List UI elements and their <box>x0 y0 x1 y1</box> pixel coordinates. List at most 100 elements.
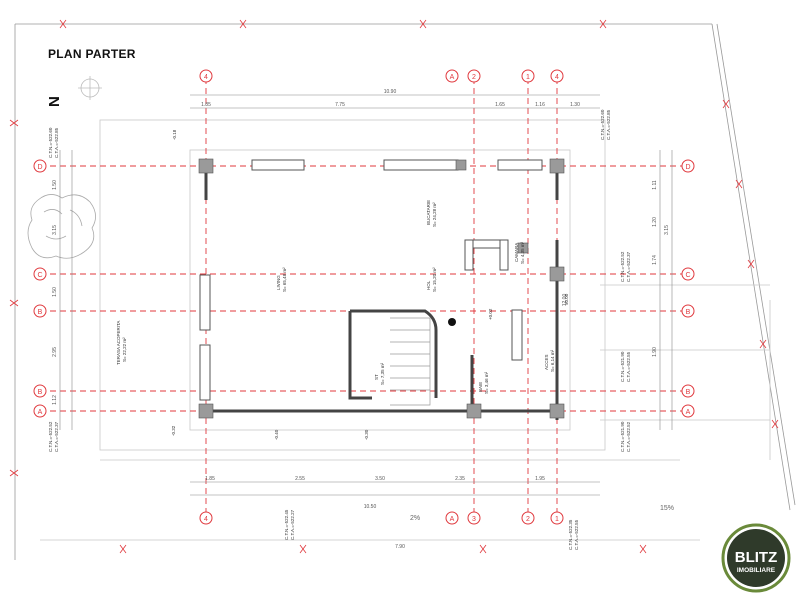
dim-text: 1.12 <box>52 395 58 405</box>
level-mark: -0.32 <box>171 425 176 436</box>
axis-bubble <box>33 404 47 418</box>
axis-bubble <box>467 511 481 525</box>
dim-text: 1.65 <box>495 102 505 108</box>
room-name: LIVING <box>276 275 281 290</box>
dim-text: 1.50 <box>52 287 58 297</box>
axis-label: B <box>686 389 691 396</box>
axis-label: 3 <box>472 516 476 523</box>
dim-text: 1.90 <box>652 347 658 357</box>
dim-text: 7.75 <box>335 102 345 108</box>
dim-text: 3.15 <box>52 225 58 235</box>
axis-label: 4 <box>555 74 559 81</box>
axis-bubble <box>681 304 695 318</box>
walls <box>204 166 559 420</box>
room-name: TERASA ACOPERITA <box>116 321 121 365</box>
axis-lines <box>40 78 690 520</box>
elevation-label: C.T.N.=-522.35 <box>568 519 573 550</box>
axis-label: 2 <box>526 516 530 523</box>
axis-bubble <box>681 404 695 418</box>
axis-label: 1 <box>555 516 559 523</box>
dim-text: 1.16 <box>535 102 545 108</box>
blitz-logo: BLITZ IMOBILIARE <box>721 523 791 593</box>
elevation-label: C.T.N.=-522.52 <box>48 421 53 452</box>
dim-text: 1.50 <box>52 180 58 190</box>
axis-bubble <box>467 69 481 83</box>
dim-text: 10.90 <box>384 89 397 95</box>
axis-label: D <box>37 164 42 171</box>
axis-label: A <box>450 74 455 81</box>
dim-text: 2.95 <box>52 347 58 357</box>
room-area: S= 24,28 m² <box>432 202 437 227</box>
axis-bubble <box>550 511 564 525</box>
elevation-labels: C.T.N.=-522.60 C.T.A.=-522.85 C.T.N.=-52… <box>48 109 631 550</box>
dim-text: 2.55 <box>295 476 305 482</box>
elevation-label: C.T.N.=-522.45 <box>284 509 289 540</box>
logo-text-bottom: IMOBILIARE <box>737 567 776 574</box>
axis-label: C <box>37 272 42 279</box>
slope-label: 15% <box>660 505 674 512</box>
room-name: BAIE <box>478 382 483 392</box>
axis-bubble <box>33 304 47 318</box>
room-area: S= 22,22 m² <box>122 337 127 362</box>
axis-bubble <box>681 384 695 398</box>
site-boundary <box>14 23 796 560</box>
axis-bubble <box>445 511 459 525</box>
axis-label: C <box>685 272 690 279</box>
axis-label: 1 <box>526 74 530 81</box>
dim-text: 1.20 <box>652 217 658 227</box>
elevation-label: C.T.A.=-522.55 <box>574 519 579 550</box>
dim-text: 1.11 <box>652 180 658 190</box>
room-labels: LIVING S= 65,48 m² BUCATARIE S= 24,28 m²… <box>116 200 555 394</box>
axis-labels: 4 A 2 1 4 4 A 3 2 1 D C B B A D C B B A <box>37 74 690 523</box>
axis-label: 2 <box>472 74 476 81</box>
stair <box>390 317 456 406</box>
level-mark: -0.18 <box>172 129 177 140</box>
tree-icon <box>27 194 96 259</box>
dimension-lines <box>59 94 673 496</box>
dim-text: 12.00 <box>562 294 568 307</box>
level-mark: ±0.00 <box>564 293 569 305</box>
axis-label: A <box>450 516 455 523</box>
axis-label: B <box>38 389 43 396</box>
elevation-label: C.T.N.=-521.90 <box>620 351 625 382</box>
elevation-label: C.T.N.=-522.52 <box>620 251 625 282</box>
room-area: S= 65,48 m² <box>282 267 287 292</box>
dim-text: 3.15 <box>664 225 670 235</box>
dim-text: 1.74 <box>652 255 658 265</box>
axis-bubble <box>521 511 535 525</box>
dim-text: 1.85 <box>205 476 215 482</box>
dim-text: 10.50 <box>364 504 377 510</box>
elevation-label: C.T.A.=-522.37 <box>626 251 631 282</box>
elevation-label: C.T.A.=-522.37 <box>54 421 59 452</box>
boundary-marks <box>9 19 779 554</box>
axis-bubble <box>33 267 47 281</box>
room-name: ACCES <box>544 354 549 370</box>
axis-label: A <box>686 409 691 416</box>
slope-label: 2% <box>410 515 420 522</box>
axis-label: B <box>686 309 691 316</box>
room-area: S= 4,35 m² <box>520 241 525 264</box>
room-area: S= 15,20 m² <box>432 267 437 292</box>
axis-label: B <box>38 309 43 316</box>
elevation-label: C.T.A.=-522.85 <box>606 109 611 140</box>
room-area: S= 3,46 m² <box>484 371 489 394</box>
elevation-label: C.T.A.=-522.52 <box>626 421 631 452</box>
room-area: S= 7,35 m² <box>380 362 385 385</box>
north-arrow <box>78 76 102 100</box>
axis-bubble <box>445 69 459 83</box>
page-title: PLAN PARTER <box>48 47 136 61</box>
axis-bubbles <box>33 69 695 525</box>
logo-text-top: BLITZ <box>735 549 778 566</box>
level-mark: +0.02 <box>488 308 493 320</box>
elevation-label: C.T.N.=-522.60 <box>48 127 53 158</box>
axis-bubble <box>199 511 213 525</box>
dim-text: 1.85 <box>201 102 211 108</box>
axis-bubble <box>33 384 47 398</box>
room-name: HOL <box>426 280 431 290</box>
room-name: BUCATARIE <box>426 200 431 225</box>
elevation-label: C.T.A.=-522.55 <box>626 351 631 382</box>
elevation-label: C.T.N.=-521.90 <box>620 421 625 452</box>
columns <box>198 158 565 419</box>
dim-text: 7.90 <box>395 544 405 550</box>
axis-bubble <box>199 69 213 83</box>
